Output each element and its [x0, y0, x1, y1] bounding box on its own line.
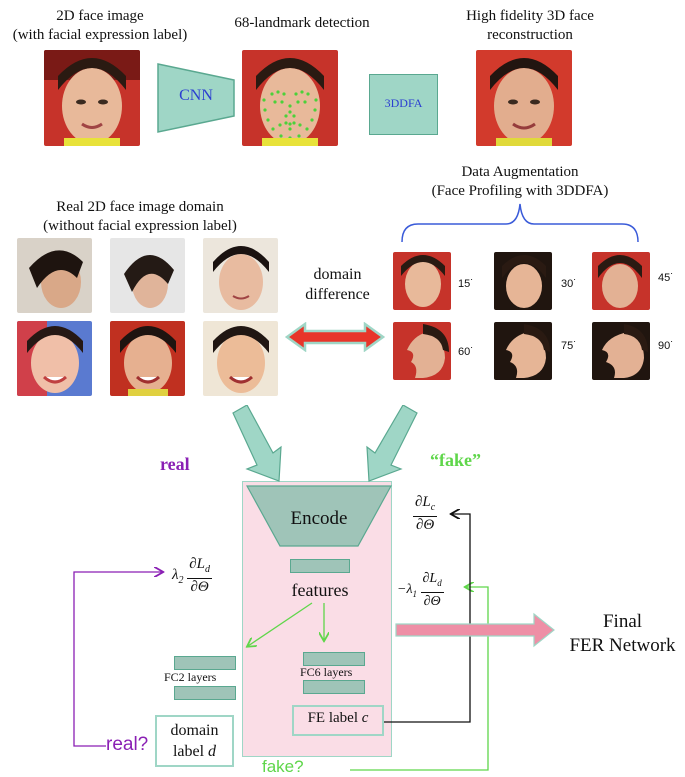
real-domain-caption: Real 2D face image domain (without facia…	[0, 198, 280, 236]
augmented-face-image	[393, 252, 451, 310]
real-domain-caption-line2: (without facial expression label)	[43, 218, 237, 234]
augmented-face-image	[393, 322, 451, 380]
grad-ld-lambda2-equation: λ2 ∂Ld∂Θ	[172, 556, 213, 595]
grad-ld-lambda1-equation: −λ1 ∂Ld∂Θ	[397, 571, 444, 609]
grad-lc-equation: ∂Lc∂Θ	[413, 494, 438, 533]
input-arrows	[232, 405, 418, 482]
fake-label: “fake”	[430, 450, 481, 470]
final-fer-network-label: Final FER Network	[560, 610, 685, 658]
real-label: real	[160, 454, 190, 474]
domain-difference-line1: domain	[313, 266, 362, 283]
augmented-face-image	[494, 252, 552, 310]
landmark-face-image	[242, 50, 338, 146]
domain-label-text: domain label d	[155, 720, 234, 762]
reconstructed-face-image	[476, 50, 572, 146]
angle-label: 90˙	[658, 340, 674, 352]
fc6-bar-top	[303, 652, 365, 666]
landmark-caption: 68-landmark detection	[234, 15, 370, 31]
domain-difference-arrow	[285, 322, 385, 352]
real-face-image	[203, 238, 278, 313]
augmented-face-image	[592, 322, 650, 380]
augmentation-caption-line2: (Face Profiling with 3DDFA)	[431, 183, 609, 199]
tddfa-block	[369, 74, 438, 135]
recon-caption: High fidelity 3D face reconstruction	[430, 7, 630, 45]
angle-label: 75˙	[561, 340, 577, 352]
domain-label-line2: label d	[172, 743, 217, 760]
final-line2: FER Network	[569, 635, 676, 656]
angle-label: 45˙	[658, 272, 674, 284]
angle-label: 15˙	[458, 278, 474, 290]
fc2-bar-bottom	[174, 686, 236, 700]
input-caption-line1: 2D face image	[56, 8, 144, 24]
recon-caption-line2: reconstruction	[487, 27, 573, 43]
input-caption: 2D face image (with facial expression la…	[0, 7, 200, 45]
augmentation-caption-line1: Data Augmentation	[461, 164, 579, 180]
domain-difference-line2: difference	[305, 286, 370, 303]
real-face-image	[17, 238, 92, 313]
real-face-image	[17, 321, 92, 396]
real-face-image	[110, 238, 185, 313]
augmented-face-image	[494, 322, 552, 380]
domain-label-box	[155, 715, 234, 767]
features-bar	[290, 559, 350, 573]
angle-label: 30˙	[561, 278, 577, 290]
final-line1: Final	[602, 611, 643, 632]
input-face-image	[44, 50, 140, 146]
fc6-label: FC6 layers	[300, 665, 353, 679]
cnn-label: CNN	[179, 87, 213, 104]
encode-label: Encode	[290, 508, 348, 529]
features-label: features	[291, 580, 349, 600]
augmented-face-image	[592, 252, 650, 310]
fc2-bar-top	[174, 656, 236, 670]
tddfa-label: 3DDFA	[384, 96, 423, 110]
augmentation-caption: Data Augmentation (Face Profiling with 3…	[410, 163, 630, 201]
domain-difference-label: domain difference	[290, 265, 385, 305]
real-face-image	[110, 321, 185, 396]
fc6-bar-bottom	[303, 680, 365, 694]
fe-label-text: FE label c	[307, 710, 369, 726]
real-domain-caption-line1: Real 2D face image domain	[56, 199, 224, 215]
angle-label: 60˙	[458, 346, 474, 358]
augmentation-bracket	[401, 203, 639, 243]
real-question-label: real?	[106, 734, 149, 755]
cnn-block	[157, 63, 235, 133]
recon-caption-line1: High fidelity 3D face	[466, 8, 594, 24]
real-face-image	[203, 321, 278, 396]
fc2-label: FC2 layers	[164, 670, 217, 684]
fake-question-label: fake?	[262, 757, 304, 776]
input-caption-line2: (with facial expression label)	[12, 27, 188, 43]
domain-label-line1: domain	[170, 722, 219, 739]
encoder-block	[246, 485, 392, 547]
